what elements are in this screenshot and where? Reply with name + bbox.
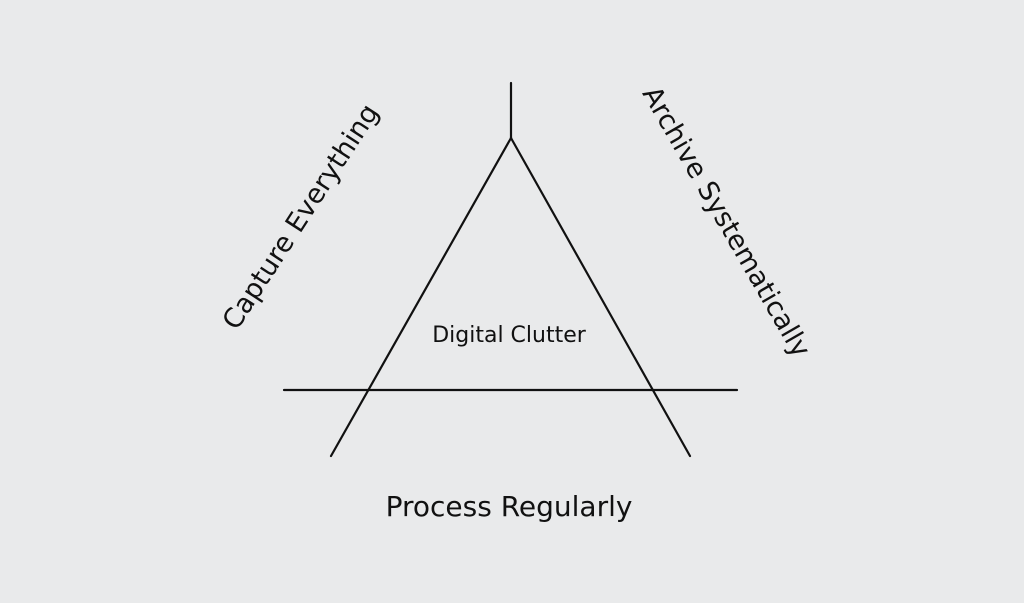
right-side-line bbox=[509, 136, 692, 458]
label-digital-clutter: Digital Clutter bbox=[432, 323, 586, 348]
left-side-line bbox=[329, 136, 513, 458]
label-process-regularly: Process Regularly bbox=[385, 490, 633, 523]
